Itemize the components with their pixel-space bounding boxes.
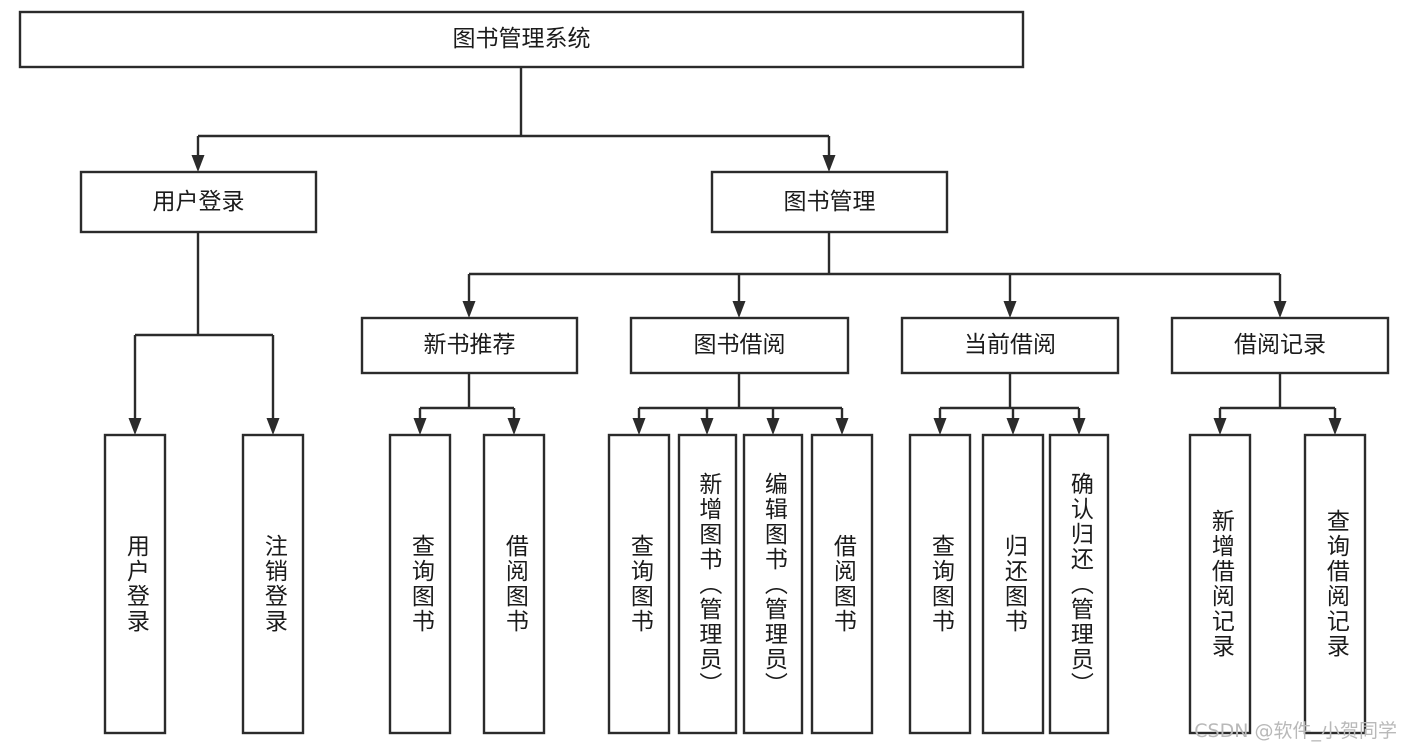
edge-arrow-2-1 [732,301,746,318]
edge-arrow-5-2 [1072,418,1086,435]
edge-group-0 [191,67,836,172]
edge-arrow-4-3 [835,418,849,435]
node-box-leaves-2 [388,433,452,735]
node-box-leaves-7 [810,433,874,735]
edge-arrow-5-1 [1006,418,1020,435]
edge-arrow-3-1 [507,418,521,435]
edge-group-3 [413,373,521,435]
edge-arrow-4-1 [700,418,714,435]
node-box-level3-0 [360,316,579,375]
node-box-level3-1 [629,316,850,375]
edge-arrow-6-1 [1328,418,1342,435]
node-box-leaves-9 [981,433,1045,735]
node-box-leaves-6 [742,433,804,735]
edge-group-6 [1213,373,1342,435]
node-box-leaves-1 [241,433,305,735]
node-box-root-0 [18,10,1025,69]
node-box-leaves-12 [1303,433,1367,735]
node-box-leaves-8 [908,433,972,735]
edge-arrow-4-2 [766,418,780,435]
edge-arrow-0-1 [822,155,836,172]
edge-arrow-2-3 [1273,301,1287,318]
node-box-level2-0 [79,170,318,234]
node-box-leaves-0 [103,433,167,735]
edges-layer [128,67,1342,435]
edge-arrow-3-0 [413,418,427,435]
node-box-level3-3 [1170,316,1390,375]
edge-arrow-2-0 [462,301,476,318]
edge-group-1 [128,232,280,435]
node-box-level2-1 [710,170,949,234]
edge-arrow-5-0 [933,418,947,435]
node-box-leaves-5 [677,433,738,735]
edge-arrow-2-2 [1003,301,1017,318]
node-box-level3-2 [900,316,1120,375]
node-box-leaves-11 [1188,433,1252,735]
edge-arrow-4-0 [632,418,646,435]
edge-group-4 [632,373,849,435]
edge-group-5 [933,373,1086,435]
edge-arrow-0-0 [191,155,205,172]
edge-group-2 [462,232,1287,318]
node-box-leaves-4 [607,433,671,735]
node-box-leaves-10 [1048,433,1110,735]
node-box-leaves-3 [482,433,546,735]
edge-arrow-6-0 [1213,418,1227,435]
boxes-layer [18,10,1390,735]
edge-arrow-1-0 [128,418,142,435]
edge-arrow-1-1 [266,418,280,435]
